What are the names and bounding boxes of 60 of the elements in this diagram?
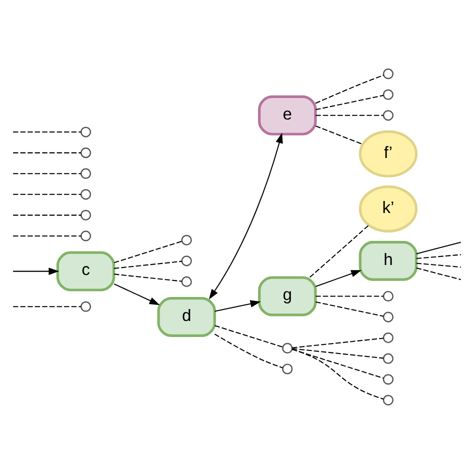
connector [114,260,182,269]
node-ellipse: f’ [358,130,418,178]
arrow [13,268,60,275]
connector [416,262,461,268]
connector [292,348,384,359]
connector [316,296,384,297]
connector [13,194,81,195]
node-circle [382,374,394,385]
node-box: e [258,95,317,136]
node-box: g [258,276,317,316]
node-circle [80,210,92,220]
node-circle [181,234,192,246]
node-circle [282,342,293,354]
connector [416,254,461,260]
connector [13,214,81,216]
connector [13,306,81,308]
arrow [114,283,160,306]
connector [214,334,283,368]
connector [315,74,384,104]
node-circle [282,364,293,374]
arrow [316,270,362,287]
connector [316,114,384,116]
node-circle [382,68,394,80]
connector [114,240,182,264]
node-circle [382,110,394,121]
arrow [214,300,261,312]
node-circle [80,301,92,312]
connector [316,94,384,110]
node-circle [382,89,394,100]
connector [316,126,363,145]
connector [214,325,283,348]
connector [13,235,81,236]
connector [13,173,81,174]
node-circle [80,189,92,200]
node-circle [382,332,394,344]
connector [114,274,182,282]
connector [316,301,384,317]
node-circle [382,353,394,364]
connector [292,338,384,348]
node-circle [80,126,92,138]
arrow [208,132,283,300]
node-circle [181,276,192,287]
node-box: d [157,297,216,338]
node-box: h [358,240,418,281]
connector [310,224,370,278]
connector [13,132,81,133]
connector [292,348,384,400]
node-circle [382,290,394,302]
node-circle [80,148,92,158]
node-box: c [56,251,116,292]
connector [416,267,462,280]
connector [13,152,81,154]
connector [416,242,462,254]
node-circle [181,256,192,266]
node-circle [382,394,394,406]
connector [292,348,384,379]
node-circle [382,312,394,322]
node-circle [80,230,92,242]
node-circle [80,168,92,179]
node-ellipse: k’ [358,185,418,233]
